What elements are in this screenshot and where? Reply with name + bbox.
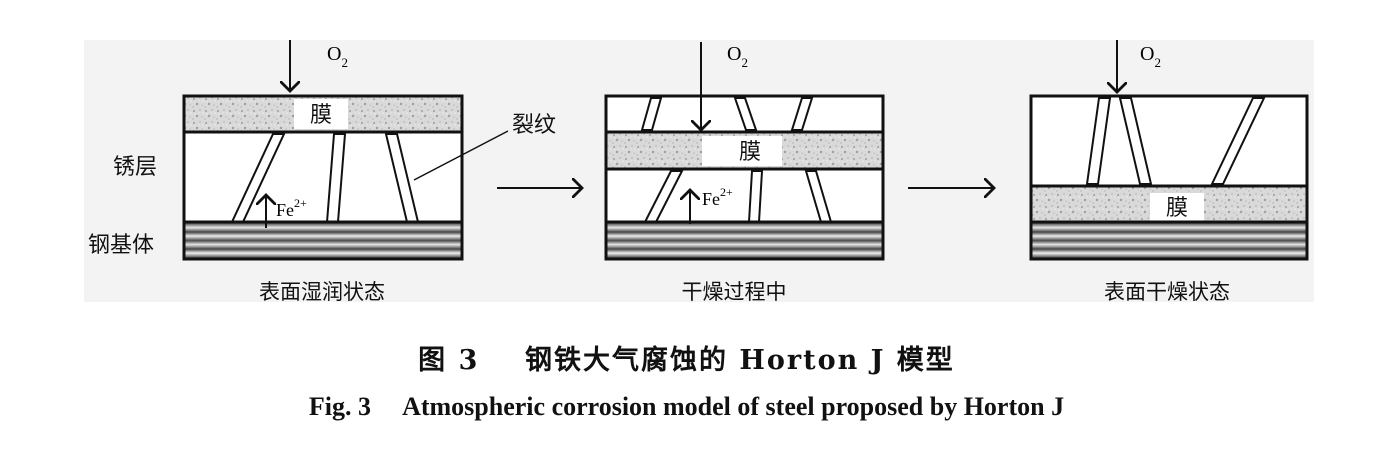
- rust-layer-label: 锈层: [113, 155, 157, 180]
- steel-substrate: [1032, 223, 1306, 258]
- crack: [640, 97, 663, 131]
- figure-title-english: Atmospheric corrosion model of steel pro…: [402, 392, 1065, 421]
- figure-number-english: Fig. 3: [308, 392, 372, 421]
- crack: [1085, 97, 1112, 185]
- stage-label-drying: 干燥过程中: [682, 280, 787, 304]
- crack: [790, 97, 814, 131]
- film-label: 膜: [310, 103, 332, 128]
- crack: [747, 170, 764, 223]
- film-label-bg: [294, 99, 348, 129]
- crack-leader-line: [413, 130, 509, 181]
- crack: [1118, 97, 1153, 185]
- oxygen-label: O2: [1140, 43, 1161, 70]
- film-label-bg: [702, 136, 782, 166]
- corrosion-model-diagram: 膜 O2 Fe2+ 锈层 钢基体 裂纹 膜: [84, 40, 1314, 304]
- crack: [733, 97, 758, 131]
- figure-caption-english: Fig. 3 Atmospheric corrosion model of st…: [0, 392, 1373, 422]
- stage-label-dry: 表面干燥状态: [1104, 280, 1230, 304]
- steel-substrate: [607, 223, 882, 258]
- figure-title-chinese: 钢铁大气腐蚀的 Horton J 模型: [524, 345, 955, 376]
- panel-wet-surface: 膜 O2 Fe2+: [182, 40, 464, 261]
- steel-substrate: [185, 223, 461, 258]
- panel-dry-surface: 膜 O2: [1029, 40, 1309, 261]
- crack: [1210, 97, 1266, 185]
- film-label: 膜: [1166, 196, 1188, 221]
- stage-label-wet: 表面湿润状态: [259, 280, 385, 304]
- film-label: 膜: [739, 140, 761, 165]
- iron-ion-label: Fe2+: [702, 185, 733, 209]
- steel-substrate-label: 钢基体: [88, 233, 154, 258]
- crack-label: 裂纹: [512, 113, 556, 138]
- panel-drying: 膜 O2 Fe2+: [604, 42, 885, 261]
- oxygen-label: O2: [327, 43, 348, 70]
- film-label-bg: [1150, 193, 1204, 221]
- figure-number-chinese: 图 3: [418, 345, 480, 376]
- oxygen-label: O2: [727, 43, 748, 70]
- figure-caption-chinese: 图 3 钢铁大气腐蚀的 Horton J 模型: [0, 338, 1373, 377]
- iron-ion-label: Fe2+: [276, 196, 307, 220]
